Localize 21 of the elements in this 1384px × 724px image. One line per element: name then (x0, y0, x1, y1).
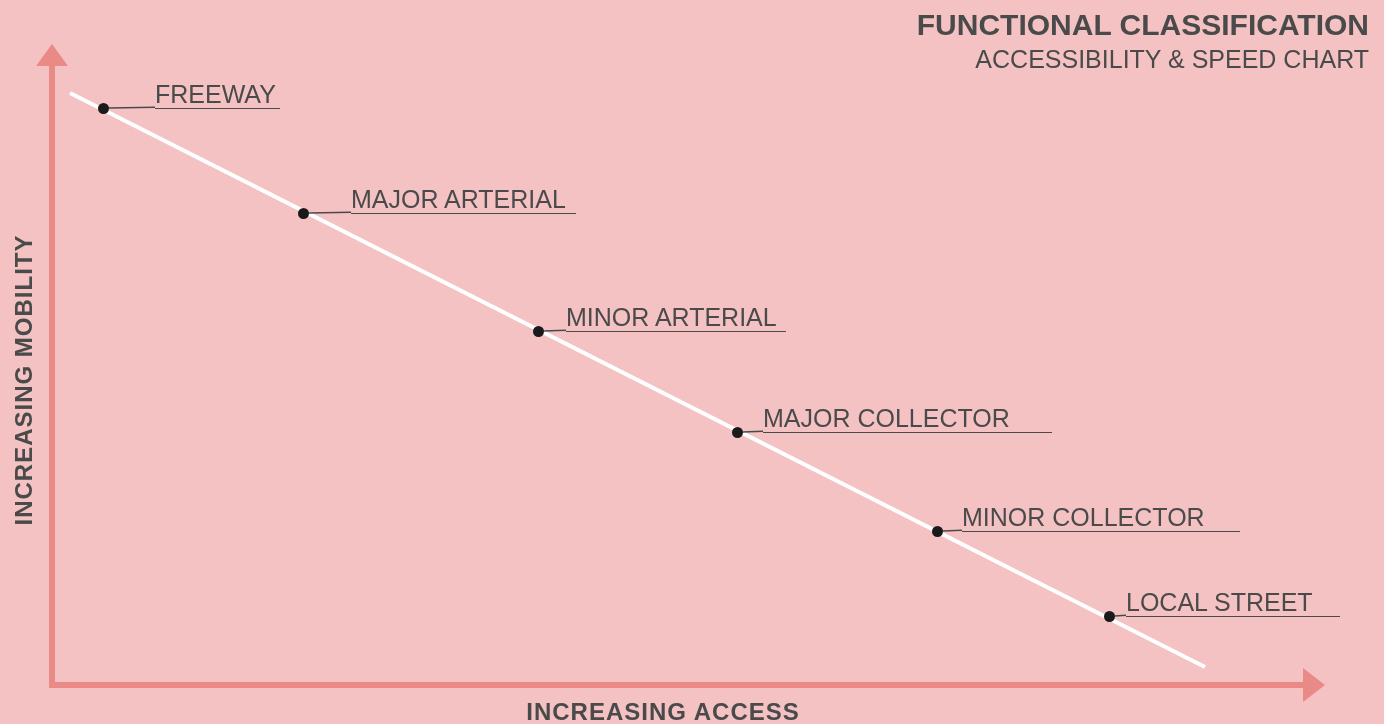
y-axis-title: INCREASING MOBILITY (10, 234, 38, 526)
point-marker (731, 426, 743, 438)
point-marker (297, 207, 309, 219)
road-class-label: FREEWAY (155, 80, 280, 109)
chart-title: FUNCTIONAL CLASSIFICATION (916, 8, 1369, 42)
road-class-label: MINOR COLLECTOR (962, 503, 1240, 532)
leader-line (307, 211, 352, 214)
x-axis-title: INCREASING ACCESS (526, 698, 800, 724)
chart-subtitle: ACCESSIBILITY & SPEED CHART (975, 44, 1369, 74)
road-class-label: MAJOR ARTERIAL (351, 185, 576, 214)
point-marker (532, 325, 544, 337)
point-marker (97, 102, 109, 114)
road-class-label: LOCAL STREET (1126, 588, 1340, 617)
leader-line (107, 106, 156, 109)
point-marker (931, 525, 943, 537)
point-marker (1103, 610, 1115, 622)
leader-line (941, 529, 963, 532)
leader-line (741, 430, 764, 433)
road-class-label: MAJOR COLLECTOR (763, 404, 1052, 433)
leader-line (542, 329, 567, 332)
road-class-label: MINOR ARTERIAL (566, 303, 786, 332)
